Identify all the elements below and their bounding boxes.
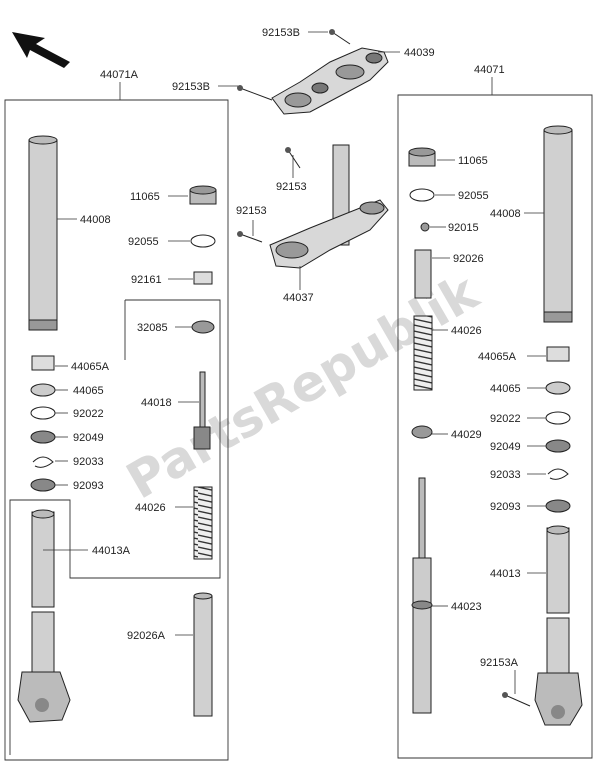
label-l-44013a: 44013A (92, 545, 131, 557)
label-l-92026a: 92026A (127, 630, 166, 642)
lower-bracket-44037 (269, 144, 389, 269)
label-44071: 44071 (474, 64, 505, 76)
left-small-parts (30, 355, 56, 492)
label-l-44026: 44026 (135, 502, 166, 514)
right-cap-11065 (408, 147, 436, 167)
right-pipe-92026 (414, 249, 432, 299)
left-rod-44018 (193, 371, 211, 450)
left-outer-tube-44013a (17, 509, 71, 723)
label-l-44018: 44018 (141, 397, 172, 409)
label-r-44026: 44026 (451, 325, 482, 337)
label-l-92049: 92049 (73, 432, 104, 444)
label-l-44065a: 44065A (71, 361, 110, 373)
bolt-92153-a (285, 147, 301, 169)
right-bolt-92153a (502, 692, 531, 707)
part-labels: 92153B 44039 92153B 44071A 44071 92153 9… (71, 27, 521, 669)
label-92153-b: 92153 (236, 205, 267, 217)
label-r-44023: 44023 (451, 601, 482, 613)
right-oring-92055 (409, 188, 435, 202)
label-l-11065: 11065 (130, 191, 160, 203)
label-92153-a: 92153 (276, 181, 307, 193)
right-spring-44026 (413, 315, 433, 391)
right-small-parts (545, 346, 571, 513)
left-cap-11065 (189, 185, 217, 205)
bolt-92153-b (237, 231, 263, 243)
label-l-92055: 92055 (128, 236, 159, 248)
label-44071a: 44071A (100, 69, 139, 81)
right-cylinder-44023 (411, 477, 433, 714)
label-l-32085: 32085 (137, 322, 168, 334)
right-nut-92015 (420, 222, 430, 232)
right-assembly-frame (397, 77, 593, 759)
left-inner-tube-44008 (28, 135, 58, 331)
label-r-92153a: 92153A (480, 657, 519, 669)
label-l-92161: 92161 (131, 274, 162, 286)
label-l-44008: 44008 (80, 214, 111, 226)
label-r-92093: 92093 (490, 501, 521, 513)
left-pipe-92026a (193, 592, 213, 717)
label-r-92026: 92026 (453, 253, 484, 265)
right-seat-44029 (411, 425, 433, 439)
left-assembly-frame (4, 82, 229, 761)
label-r-44029: 44029 (451, 429, 482, 441)
label-l-92033: 92033 (73, 456, 104, 468)
left-seal-32085 (191, 320, 215, 334)
right-inner-tube-44008 (543, 125, 573, 323)
label-r-11065: 11065 (458, 155, 488, 167)
label-44039: 44039 (404, 47, 435, 59)
label-l-44065: 44065 (73, 385, 104, 397)
leader-lines (43, 31, 546, 694)
label-r-92055: 92055 (458, 190, 489, 202)
label-44037: 44037 (283, 292, 314, 304)
label-r-92022: 92022 (490, 413, 521, 425)
label-l-92093: 92093 (73, 480, 104, 492)
label-r-92015: 92015 (448, 222, 479, 234)
bolt-92153b-a (329, 29, 351, 45)
label-r-44008: 44008 (490, 208, 521, 220)
label-r-92049: 92049 (490, 441, 521, 453)
label-l-92022: 92022 (73, 408, 104, 420)
right-outer-tube-44013 (534, 525, 583, 726)
upper-bracket-44039 (271, 47, 389, 115)
label-r-44065a: 44065A (478, 351, 517, 363)
bolt-92153b-b (237, 85, 273, 101)
label-r-92033: 92033 (490, 469, 521, 481)
left-collar-92161 (193, 271, 213, 285)
left-spring-44026 (193, 486, 213, 560)
arrow-icon (12, 32, 70, 68)
label-92153b-a: 92153B (262, 27, 300, 39)
label-r-44065: 44065 (490, 383, 521, 395)
label-92153b-b: 92153B (172, 81, 210, 93)
label-r-44013: 44013 (490, 568, 521, 580)
left-oring-92055 (190, 234, 216, 248)
